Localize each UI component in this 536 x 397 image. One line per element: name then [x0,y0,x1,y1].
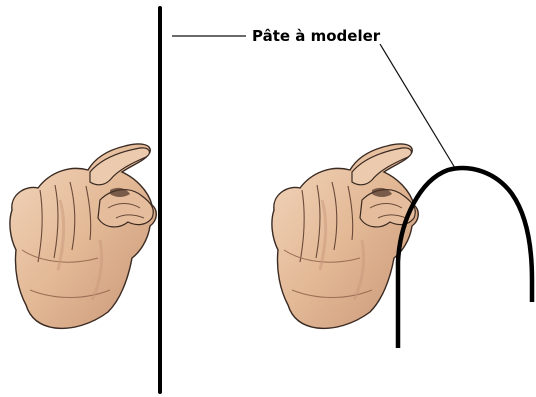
left-hand-icon [10,144,156,328]
modeling-clay-label: Pâte à modeler [252,27,381,45]
clay-arch-shape [398,168,532,348]
